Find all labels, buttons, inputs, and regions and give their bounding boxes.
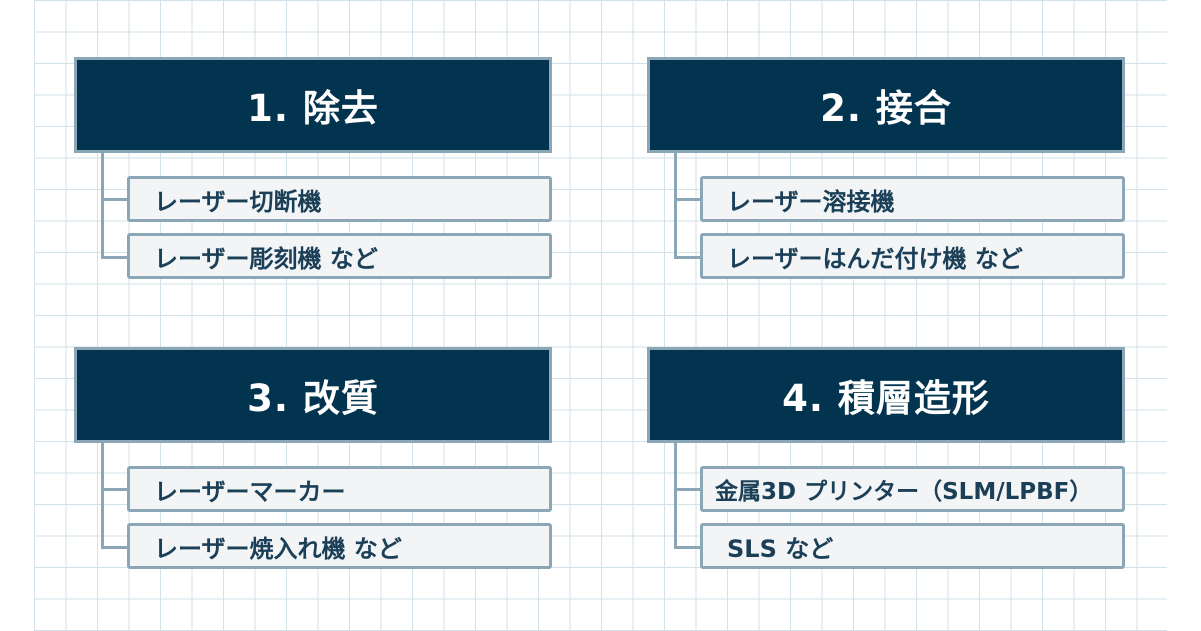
group-modification: 3. 改質 レーザーマーカー レーザー焼入れ機 など [74, 347, 558, 577]
list-item: SLS など [700, 523, 1125, 569]
group-title: 1. 除去 [74, 57, 552, 153]
group-title: 2. 接合 [647, 57, 1125, 153]
group-joining: 2. 接合 レーザー溶接機 レーザーはんだ付け機 など [647, 57, 1131, 287]
tree-branch [674, 256, 702, 259]
tree-connector [674, 443, 677, 549]
tree-branch [674, 198, 702, 201]
list-item: レーザーマーカー [127, 466, 552, 512]
tree-connector [101, 443, 104, 549]
list-item: レーザー溶接機 [700, 176, 1125, 222]
group-additive-manufacturing: 4. 積層造形 金属3D プリンター（SLM/LPBF） SLS など [647, 347, 1131, 577]
list-item: レーザー彫刻機 など [127, 233, 552, 279]
group-title: 4. 積層造形 [647, 347, 1125, 443]
tree-connector [674, 153, 677, 259]
list-item: レーザー焼入れ機 など [127, 523, 552, 569]
group-title: 3. 改質 [74, 347, 552, 443]
list-item: 金属3D プリンター（SLM/LPBF） [700, 466, 1125, 512]
tree-branch [101, 198, 129, 201]
tree-branch [101, 256, 129, 259]
list-item: レーザーはんだ付け機 など [700, 233, 1125, 279]
tree-branch [101, 488, 129, 491]
tree-branch [674, 546, 702, 549]
tree-branch [674, 488, 702, 491]
group-removal: 1. 除去 レーザー切断機 レーザー彫刻機 など [74, 57, 558, 287]
tree-branch [101, 546, 129, 549]
tree-connector [101, 153, 104, 259]
list-item: レーザー切断機 [127, 176, 552, 222]
